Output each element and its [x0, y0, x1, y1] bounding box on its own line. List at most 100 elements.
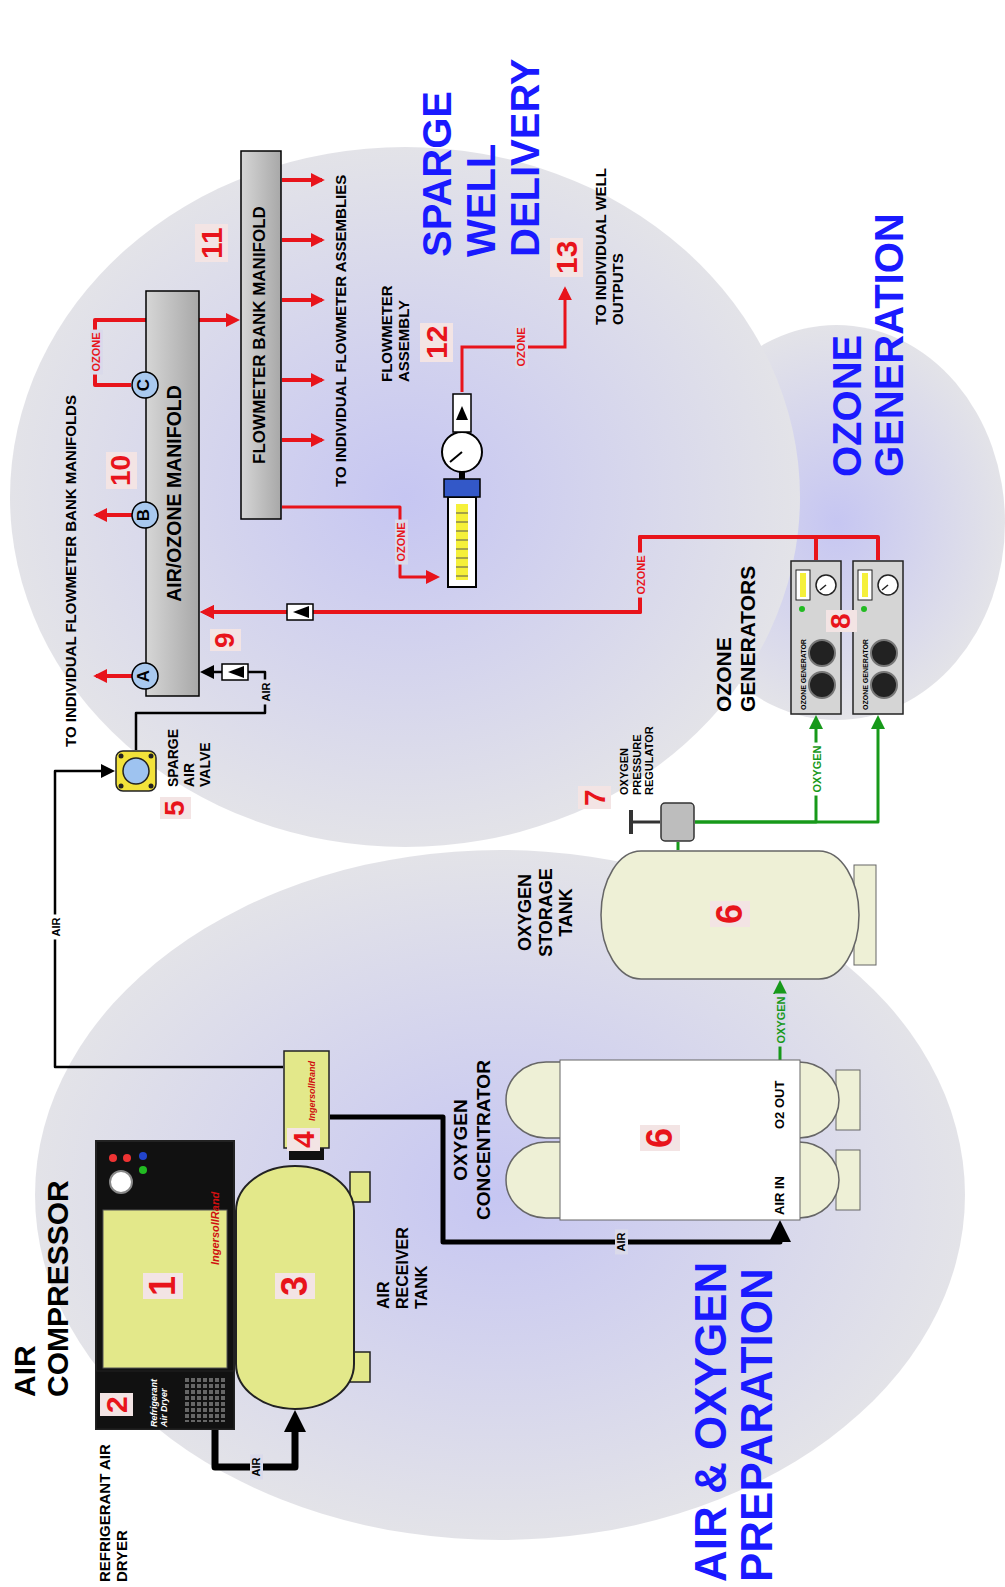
regulator-shape [660, 802, 695, 842]
line-label-holder: AIR [46, 915, 64, 940]
indicator-light [123, 1154, 131, 1162]
destination-note: TO INDIVIDUAL WELL OUTPUTS [592, 150, 627, 325]
part-title: AIR RECEIVER TANK [375, 1209, 432, 1309]
gauge [110, 1171, 132, 1193]
scale-tick [456, 531, 468, 532]
brand-label: IngersollRand [209, 1192, 222, 1265]
regulator-body [661, 803, 694, 841]
valve-body [116, 751, 156, 791]
manifold-output-arrow [96, 674, 132, 678]
manifold-output-arrow [96, 513, 132, 517]
line-label-holder: OZONE [86, 329, 104, 374]
check-valve-body [453, 394, 471, 432]
callout-number: 6 [710, 901, 750, 927]
generator-cell [809, 640, 835, 666]
part-title-holder: OZONE GENERATORS [712, 552, 760, 712]
callout-number-holder: 13 [550, 238, 583, 277]
callout-number-holder: 9 [210, 629, 241, 651]
port-circle [132, 663, 158, 689]
panel-label-holder: Refrigerant Air Dryer [150, 1372, 170, 1427]
scale-tick [456, 567, 468, 568]
flow-line [695, 726, 878, 822]
bank-output-arrow [282, 378, 322, 382]
unit-label: OZONE GENERATOR [862, 639, 870, 710]
manifold-label-holder: AIR/OZONE MANIFOLD [163, 290, 185, 697]
line-label-holder: OXYGEN [771, 993, 789, 1046]
callout-number: 3 [275, 1273, 315, 1299]
manifold-label: FLOWMETER BANK MANIFOLD [250, 150, 270, 520]
port-letter: B [135, 501, 154, 529]
part-title-holder: REFRIGERANT AIR DRYER [96, 1434, 131, 1582]
port-letter-holder: C [135, 371, 154, 399]
generator-case [791, 561, 841, 714]
port-circle [132, 502, 158, 528]
power-light [861, 606, 867, 612]
callout-number-holder: 2 [100, 1393, 133, 1416]
generator-gauge [878, 575, 898, 595]
valve-bolt [149, 784, 154, 789]
line-label: AIR [250, 1455, 263, 1480]
panel-label: Refrigerant Air Dryer [150, 1372, 170, 1427]
part-title-holder: OXYGEN STORAGE TANK [515, 845, 577, 980]
part-title-holder: FLOWMETER ASSEMBLY [378, 267, 413, 382]
region-area: OZONE GENERATIONOZONE GENERATORS8OZONE G… [668, 325, 1005, 720]
check-valve-body [287, 604, 313, 620]
port-letter-holder: B [135, 501, 154, 529]
region-title: SPARGE WELL DELIVERY [415, 12, 547, 257]
region-ellipse [35, 850, 965, 1540]
generator-meter [796, 570, 810, 600]
valve-bolt [119, 754, 124, 759]
line-label-holder: OZONE [631, 552, 649, 597]
line-label-holder: OZONE [391, 519, 409, 564]
regulator-handle [629, 810, 633, 834]
line-label: OZONE [90, 329, 103, 374]
compressor-body [103, 1210, 227, 1368]
region-title-holder: SPARGE WELL DELIVERY [415, 12, 547, 257]
callout-number: 2 [100, 1393, 133, 1416]
valve-bolt [119, 784, 124, 789]
region-title-holder: OZONE GENERATION [826, 177, 910, 477]
port-circle [132, 372, 158, 398]
callout-number: 1 [143, 1273, 183, 1299]
callout-number-holder: 3 [275, 1273, 315, 1299]
check-valve-arrow [228, 666, 244, 678]
bank-output-arrow [282, 438, 322, 442]
line-label-holder: AIR [246, 1455, 264, 1480]
callout-number: 11 [195, 224, 228, 262]
unit-label-holder: OZONE GENERATOR [792, 639, 810, 710]
part-title: AIR COMPRESSOR [8, 1157, 74, 1397]
manifold-body [241, 151, 281, 519]
tank-shell [236, 1166, 354, 1409]
scale-tick [456, 549, 468, 550]
manifold-body [146, 291, 199, 696]
line-label: AIR [50, 915, 63, 940]
generator-group: OZONE GENERATORS8OZONE GENERATOROZONE GE… [705, 555, 910, 715]
flowmeter-shape [440, 392, 490, 592]
compressor-housing [96, 1141, 234, 1429]
tank-shell [601, 851, 859, 979]
port-letter: C [135, 371, 154, 399]
manifold-bar: 9AIR/OZONE MANIFOLDABC [145, 290, 200, 697]
power-light [799, 606, 805, 612]
callout-number-holder: 4 [287, 1128, 320, 1151]
unit-label: OZONE GENERATOR [800, 639, 808, 710]
generator-shape [852, 560, 904, 715]
part-title-holder: AIR COMPRESSOR [8, 1157, 74, 1397]
callout-number: 4 [287, 1128, 320, 1151]
callout-number: 5 [160, 797, 191, 819]
line-label-holder: AIR [611, 1230, 629, 1255]
flow-line [677, 842, 680, 850]
ozone-generator: OZONE GENERATOR [852, 560, 904, 715]
indicator-light [139, 1166, 147, 1174]
manifold-port: A [131, 662, 159, 690]
callout-number-holder: 11 [195, 224, 228, 262]
line-label: OZONE [635, 552, 648, 597]
scale-tick [456, 522, 468, 523]
manifold-label-holder: FLOWMETER BANK MANIFOLD [250, 150, 270, 520]
check-valve [222, 664, 248, 680]
check-valve [287, 604, 313, 620]
callout-number-holder: 12 [420, 323, 453, 362]
callout-number-holder: 10 [106, 452, 137, 489]
region-title: AIR & OXYGEN PREPARATION [688, 1212, 780, 1582]
callout-number: 12 [420, 323, 453, 362]
